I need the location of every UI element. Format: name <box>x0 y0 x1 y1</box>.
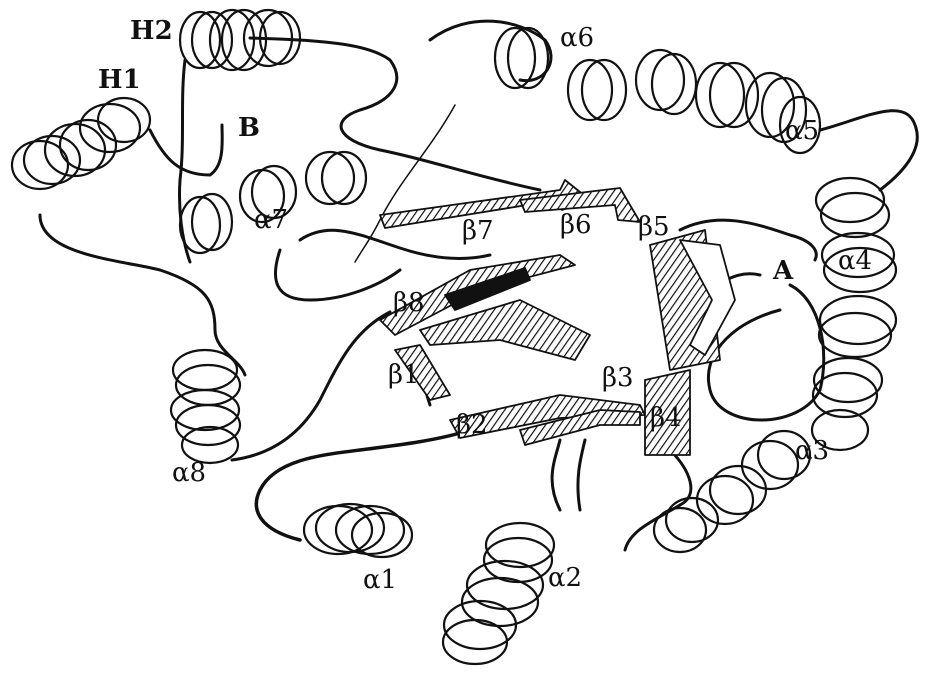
label-beta6: β6 <box>560 212 592 238</box>
label-alpha1: α1 <box>363 567 397 593</box>
label-A: A <box>773 258 793 284</box>
label-alpha4: α4 <box>838 248 872 274</box>
helix-a8 <box>171 350 240 463</box>
helix-a1 <box>304 504 412 557</box>
helix-a7 <box>180 152 366 253</box>
label-beta5: β5 <box>638 214 670 240</box>
helix-a6 <box>495 28 696 120</box>
label-alpha2: α2 <box>548 565 582 591</box>
helix-a4 <box>812 178 896 450</box>
label-B: B <box>238 115 260 141</box>
label-alpha7: α7 <box>254 207 288 233</box>
label-alpha8: α8 <box>172 460 206 486</box>
helix-H1 <box>12 98 150 189</box>
helix-a2 <box>443 523 554 664</box>
label-beta3: β3 <box>602 365 634 391</box>
label-beta2: β2 <box>456 412 488 438</box>
label-alpha6: α6 <box>560 25 594 51</box>
label-beta7: β7 <box>462 218 494 244</box>
label-H1: H1 <box>98 67 141 93</box>
label-beta4: β4 <box>650 405 682 431</box>
label-beta1: β1 <box>388 362 420 388</box>
label-alpha5: α5 <box>785 118 819 144</box>
label-beta8: β8 <box>393 290 425 316</box>
beta-sheet <box>380 180 735 455</box>
label-H2: H2 <box>130 18 173 44</box>
label-alpha3: α3 <box>795 438 829 464</box>
